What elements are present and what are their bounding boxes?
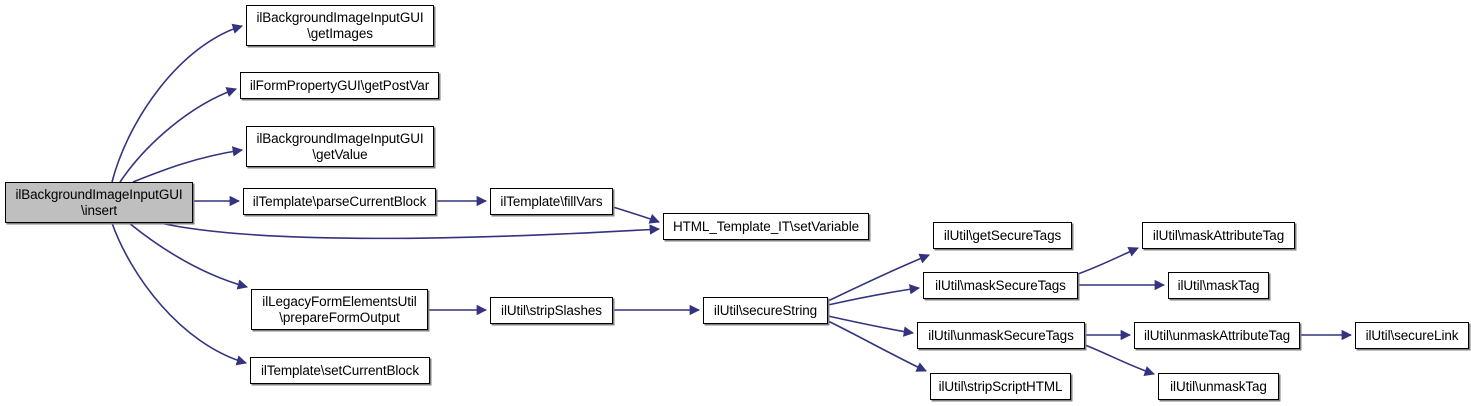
- node-getSecureTags[interactable]: ilUtil\getSecureTags: [933, 222, 1072, 249]
- edge-insert-to-getImages: [111, 23, 243, 183]
- edge-secureString-to-unmaskSecureTags: [827, 315, 915, 337]
- node-getValue[interactable]: ilBackgroundImageInputGUI \getValue: [246, 126, 434, 167]
- edge-insert-to-prepareFormOutput: [128, 222, 249, 290]
- node-insert[interactable]: ilBackgroundImageInputGUI \insert: [5, 182, 193, 223]
- edge-secureString-to-getSecureTags: [827, 253, 930, 302]
- node-maskTag[interactable]: ilUtil\maskTag: [1168, 272, 1269, 299]
- edge-secureString-to-stripScriptHTML: [827, 320, 927, 372]
- edge-maskSecureTags-to-maskAttributeTag: [1077, 247, 1139, 275]
- node-prepareFormOutput[interactable]: ilLegacyFormElementsUtil \prepareFormOut…: [251, 289, 428, 330]
- node-parseCurrentBlock[interactable]: ilTemplate\parseCurrentBlock: [243, 188, 436, 215]
- edge-insert-to-setCurrentBlock: [111, 222, 247, 366]
- edge-insert-to-getPostVar: [119, 87, 237, 183]
- edge-unmaskSecureTags-to-unmaskTag: [1084, 344, 1155, 376]
- node-unmaskTag[interactable]: ilUtil\unmaskTag: [1158, 373, 1279, 400]
- node-stripScriptHTML[interactable]: ilUtil\stripScriptHTML: [930, 373, 1071, 400]
- node-secureLink[interactable]: ilUtil\secureLink: [1355, 322, 1469, 349]
- node-stripSlashes[interactable]: ilUtil\stripSlashes: [490, 297, 613, 324]
- edge-secureString-to-maskSecureTags: [827, 284, 921, 306]
- node-getPostVar[interactable]: ilFormPropertyGUI\getPostVar: [240, 72, 439, 99]
- node-secureString[interactable]: ilUtil\secureString: [703, 297, 828, 324]
- node-maskAttributeTag[interactable]: ilUtil\maskAttributeTag: [1142, 222, 1295, 249]
- node-unmaskSecureTags[interactable]: ilUtil\unmaskSecureTags: [917, 322, 1085, 349]
- node-setVariable[interactable]: HTML_Template_IT\setVariable: [663, 213, 869, 240]
- node-getImages[interactable]: ilBackgroundImageInputGUI \getImages: [246, 5, 434, 46]
- edge-insert-to-setVariable: [159, 222, 661, 240]
- node-maskSecureTags[interactable]: ilUtil\maskSecureTags: [923, 272, 1078, 299]
- node-setCurrentBlock[interactable]: ilTemplate\setCurrentBlock: [250, 357, 430, 384]
- node-fillVars[interactable]: ilTemplate\fillVars: [490, 188, 613, 215]
- edge-fillVars-to-setVariable: [612, 206, 660, 224]
- edge-insert-to-getValue: [132, 146, 244, 183]
- node-unmaskAttributeTag[interactable]: ilUtil\unmaskAttributeTag: [1134, 322, 1300, 349]
